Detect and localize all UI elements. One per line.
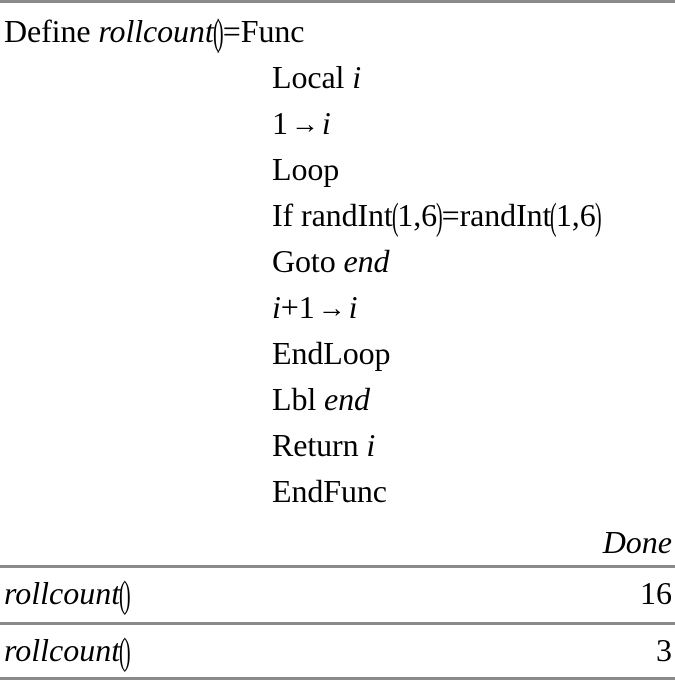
randint-keyword-second: randInt: [459, 197, 552, 233]
code-line-return[interactable]: Return i: [272, 422, 672, 468]
code-line-endfunc[interactable]: EndFunc: [272, 468, 672, 514]
return-variable: i: [366, 427, 376, 463]
separator-rule-after-done: [0, 565, 675, 568]
code-line-if-randint[interactable]: If randInt(1,6)=randInt(1,6): [272, 196, 602, 238]
local-variable: i: [352, 59, 362, 95]
function-name: rollcount: [98, 13, 214, 49]
increment-operand: +1: [280, 289, 315, 325]
if-randint-keyword: If randInt: [272, 197, 393, 233]
result-expression[interactable]: rollcount(): [4, 574, 131, 616]
result-row[interactable]: rollcount() 16: [0, 570, 675, 616]
separator-rule-between-results: [0, 622, 675, 625]
return-keyword: Return: [272, 427, 367, 463]
store-arrow-icon: →: [317, 293, 346, 324]
result-row[interactable]: rollcount() 3: [0, 627, 675, 673]
code-line-increment[interactable]: i+1→i: [272, 284, 672, 330]
loop-keyword: Loop: [272, 151, 340, 187]
result-expression[interactable]: rollcount(): [4, 631, 131, 673]
func-keyword: Func: [240, 13, 305, 49]
separator-rule-bottom: [0, 677, 675, 680]
lbl-label-name: end: [324, 381, 370, 417]
goto-keyword: Goto: [272, 243, 344, 279]
result-value: 16: [640, 575, 672, 611]
store-arrow-icon: →: [290, 109, 319, 140]
local-keyword: Local: [272, 59, 353, 95]
define-keyword: Define: [4, 13, 91, 49]
code-line-define[interactable]: Define rollcount()=Func: [4, 12, 305, 54]
comparison-equals-sign: =: [441, 197, 460, 233]
result-value: 3: [656, 632, 672, 668]
increment-variable: i: [272, 289, 281, 325]
result-function-name: rollcount: [4, 575, 121, 611]
code-line-loop[interactable]: Loop: [272, 146, 672, 192]
endloop-keyword: EndLoop: [272, 335, 391, 371]
literal-one: 1: [272, 105, 288, 141]
code-line-assign-one[interactable]: 1→i: [272, 100, 672, 146]
increment-target-variable: i: [348, 289, 358, 325]
code-line-endloop[interactable]: EndLoop: [272, 330, 672, 376]
code-line-lbl[interactable]: Lbl end: [272, 376, 672, 422]
assign-target-variable: i: [321, 105, 331, 141]
randint-args-first: 1,6: [397, 197, 437, 233]
equals-sign: =: [222, 13, 241, 49]
status-done-text: Done: [602, 524, 672, 560]
result-function-name: rollcount: [4, 632, 121, 668]
lbl-keyword: Lbl: [272, 381, 325, 417]
separator-rule-top: [0, 0, 675, 3]
code-line-local[interactable]: Local i: [272, 54, 672, 100]
definition-status-row: Done: [0, 519, 675, 565]
goto-label-name: end: [343, 243, 390, 279]
code-line-goto[interactable]: Goto end: [272, 238, 672, 284]
endfunc-keyword: EndFunc: [272, 473, 387, 509]
randint-args-second: 1,6: [555, 197, 596, 233]
